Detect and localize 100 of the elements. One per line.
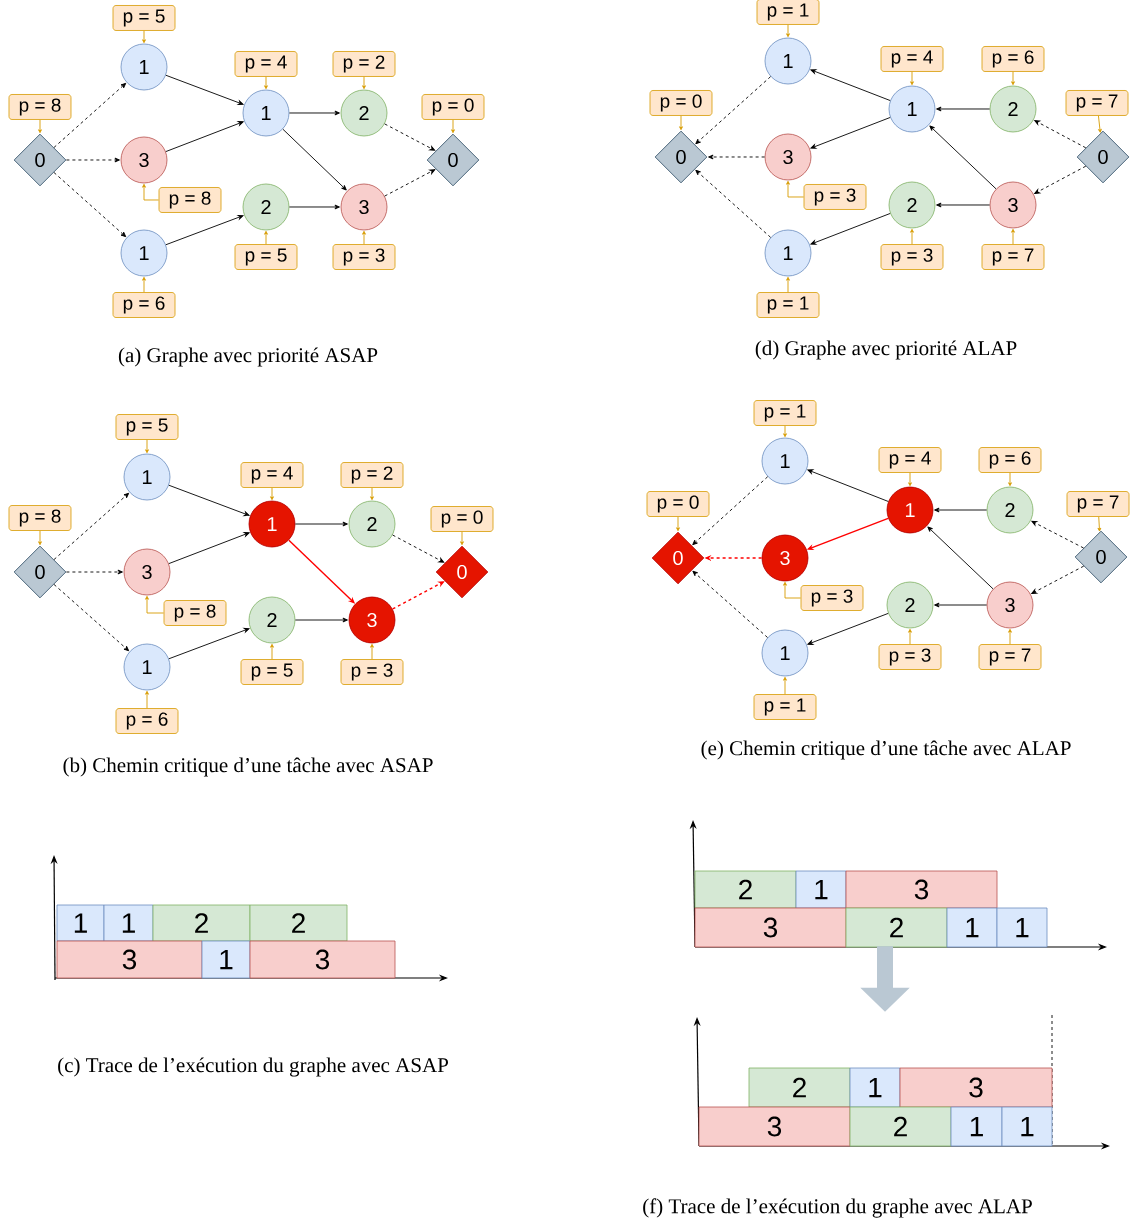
priority-label: p = 3 [340,659,404,685]
priority-label: p = 7 [1066,491,1130,517]
arrow [1031,520,1085,549]
arrow [786,24,790,38]
task-bar: 1 [795,870,847,909]
task-bar: 1 [103,904,154,942]
arrow [145,439,149,454]
arrow [288,110,340,116]
arrow [142,30,146,44]
priority-label: p = 8 [8,505,72,531]
priority-label: p = 4 [234,51,298,77]
arrow [810,117,891,149]
priority-label: p = 6 [981,46,1045,72]
priority-label: p = 7 [978,644,1042,670]
arrow [288,204,340,210]
caption: (e) Chemin critique d’une tâche avec ALAP [701,740,1071,760]
priority-label: p = 2 [332,51,396,77]
arrow [168,532,250,565]
task-bar: 1 [946,907,998,948]
priority-label: p = 1 [753,694,817,720]
arrow [810,213,891,245]
caption: (b) Chemin critique d’une tâche avec ASAP [63,757,433,777]
priority-label: p = 5 [115,414,179,440]
arrow [294,617,348,623]
arrow [934,507,988,513]
arrow [165,214,244,246]
task-bar: 3 [694,907,847,948]
priority-label: p = 1 [753,400,817,426]
priority-label: p = 5 [240,659,304,685]
arrow [1031,565,1085,594]
arrow [708,154,766,160]
arrow [783,676,787,695]
priority-label: p = 3 [800,585,864,611]
priority-label: p = 0 [646,491,710,517]
arrow [783,581,802,599]
priority-label: p = 0 [430,506,494,532]
arrow [936,202,991,208]
task-bar: 2 [849,1106,952,1147]
priority-label: p = 0 [421,94,485,120]
arrow [1098,115,1102,133]
arrow [264,76,268,90]
arrow [53,82,127,148]
caption: (c) Trace de l’exécution du graphe avec ASAP [58,1057,448,1077]
task-bar: 1 [201,940,251,979]
arrow [165,74,244,105]
priority-label: p = 1 [756,0,820,25]
priority-label: p = 3 [803,184,867,210]
arrow [370,643,374,660]
arrow [142,276,146,293]
arrow [786,276,790,293]
priority-label: p = 5 [234,244,298,270]
task-bar: 2 [748,1067,851,1108]
caption: (f) Trace de l’exécution du graphe avec ALAP [643,1198,1032,1218]
arrow [451,119,455,134]
priority-label: p = 3 [878,644,942,670]
arrow [270,643,274,660]
caption: (d) Graphe avec priorité ALAP [755,340,1017,360]
arrow [786,180,805,198]
priority-label: p = 8 [158,187,222,213]
task-bar: 2 [845,907,948,948]
arrow [53,583,130,652]
task-bar: 1 [56,904,105,942]
arrow [692,476,769,546]
arrow [810,69,891,101]
priority-label: p = 7 [1065,90,1129,116]
arrow [1034,165,1087,194]
priority-label: p = 3 [332,244,396,270]
arrow [53,172,127,238]
arrow [1008,472,1012,487]
task-bar: 1 [849,1067,901,1108]
arrow [908,628,912,645]
priority-label: p = 4 [878,447,942,473]
arrow [392,534,445,563]
arrow [1011,228,1015,245]
arrow [807,612,889,645]
arrow [460,531,464,546]
priority-label: p = 1 [756,292,820,318]
arrow [936,106,991,112]
task-bar: 2 [249,904,348,942]
task-bar: 1 [996,907,1048,948]
arrow [168,484,250,517]
task-bar: 1 [1001,1106,1053,1147]
task-bar: 3 [698,1106,851,1147]
arrow [679,115,683,131]
arrow [264,230,268,245]
arrow [38,530,42,546]
arrow [384,169,436,197]
arrow [695,76,772,145]
arrow [65,157,120,163]
arrow [807,469,889,502]
task-bar: 3 [56,940,203,979]
arrow [929,125,997,190]
arrow [1034,120,1087,149]
arrow [927,526,994,590]
priority-label: p = 4 [240,462,304,488]
priority-label: p = 2 [340,462,404,488]
arrow [695,169,772,238]
task-bar: 3 [899,1067,1053,1108]
arrow [168,627,250,660]
task-bar: 3 [249,940,396,979]
